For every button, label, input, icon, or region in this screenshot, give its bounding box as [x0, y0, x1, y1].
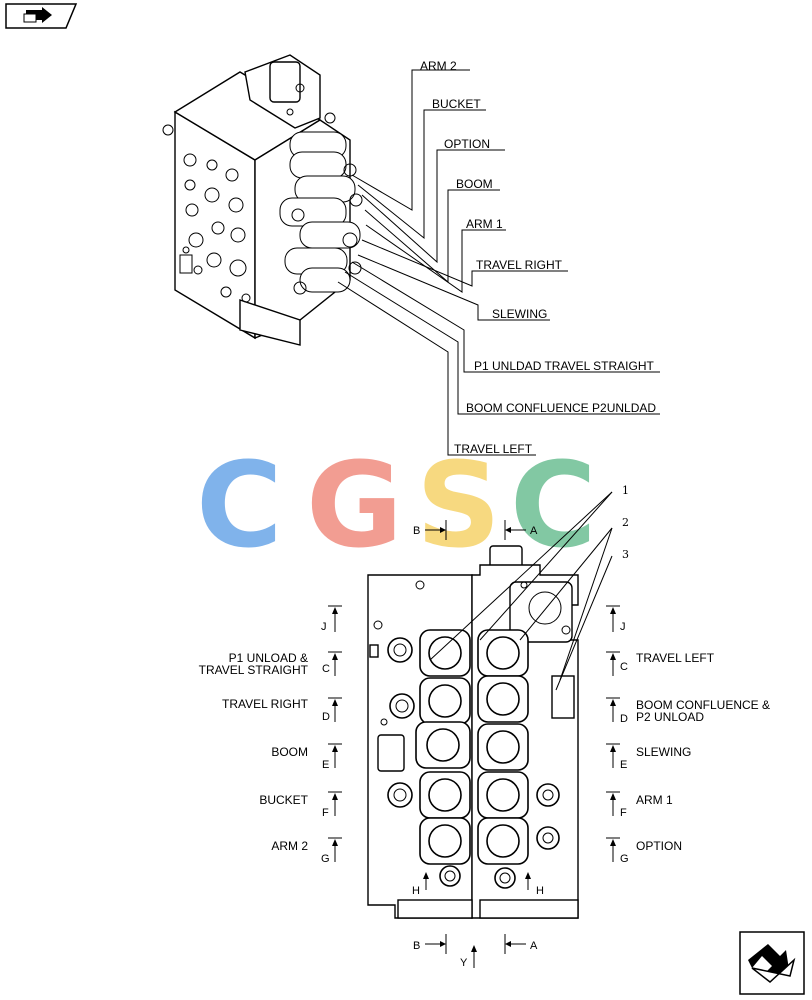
svg-text:H: H [412, 885, 420, 897]
right-label-arm1: ARM 1 [636, 793, 673, 807]
left-label-boom: BOOM [271, 745, 308, 759]
top-labels: ARM 2 BUCKET OPTION BOOM ARM 1 TRAVEL RI… [420, 59, 656, 456]
left-label-arm2: ARM 2 [271, 839, 308, 853]
right-section-e: E [620, 759, 627, 771]
left-label-p1-line1: P1 UNLOAD & [229, 651, 308, 665]
callout-2: 2 [622, 516, 629, 529]
right-section-g: G [620, 853, 629, 865]
label-travel-right: TRAVEL RIGHT [476, 258, 563, 272]
right-section-f: F [620, 807, 627, 819]
left-section-g: G [321, 853, 330, 865]
label-p1-unload: P1 UNLDAD TRAVEL STRAIGHT [474, 359, 654, 373]
label-arm2: ARM 2 [420, 59, 457, 73]
watermark: C G S C [196, 436, 597, 574]
left-label-p1-line2: TRAVEL STRAIGHT [199, 663, 309, 677]
right-section-d: D [620, 713, 628, 725]
left-label-travel-right: TRAVEL RIGHT [222, 697, 309, 711]
svg-text:H: H [536, 885, 544, 897]
section-j-left: J [321, 605, 342, 633]
right-label-travel-left: TRAVEL LEFT [636, 651, 715, 665]
watermark-letter-4: C [510, 436, 597, 574]
left-section-f: F [322, 807, 329, 819]
left-section-e: E [322, 759, 329, 771]
svg-text:J: J [620, 621, 626, 633]
right-label-slewing: SLEWING [636, 745, 691, 759]
section-b-top: B [413, 525, 420, 537]
section-a-top: A [530, 525, 538, 537]
right-section-c: C [620, 661, 628, 673]
front-valve-drawing: B A [321, 484, 629, 969]
left-section-d: D [322, 711, 330, 723]
section-a-bottom: A [530, 940, 538, 952]
nav-forward-icon[interactable] [739, 931, 805, 995]
nav-back-icon[interactable] [5, 3, 78, 29]
callout-1: 1 [622, 484, 629, 497]
section-h-left: H [412, 872, 429, 897]
label-option: OPTION [444, 137, 490, 151]
right-label-option: OPTION [636, 839, 682, 853]
label-travel-left: TRAVEL LEFT [454, 442, 533, 456]
section-b-bottom: B [413, 940, 420, 952]
section-y: Y [460, 957, 468, 969]
label-boom-confluence: BOOM CONFLUENCE P2UNLDAD [466, 401, 656, 415]
right-label-boom-conf-line2: P2 UNLOAD [636, 710, 704, 724]
section-h-right: H [525, 872, 544, 897]
label-slewing: SLEWING [492, 307, 547, 321]
watermark-letter-3: S [416, 436, 501, 574]
section-j-right: J [606, 605, 626, 633]
label-arm1: ARM 1 [466, 217, 503, 231]
right-labels: C TRAVEL LEFT D BOOM CONFLUENCE & P2 UNL… [606, 651, 770, 865]
left-label-bucket: BUCKET [259, 793, 308, 807]
left-section-c: C [322, 663, 330, 675]
right-label-boom-conf-line1: BOOM CONFLUENCE & [636, 698, 770, 712]
label-boom: BOOM [456, 177, 493, 191]
callout-3: 3 [622, 548, 629, 561]
svg-text:J: J [321, 621, 327, 633]
left-labels: P1 UNLOAD & TRAVEL STRAIGHT C TRAVEL RIG… [199, 651, 342, 865]
isometric-valve-drawing [162, 54, 660, 456]
watermark-letter-1: C [196, 436, 283, 574]
label-bucket: BUCKET [432, 97, 481, 111]
watermark-letter-2: G [306, 436, 403, 574]
